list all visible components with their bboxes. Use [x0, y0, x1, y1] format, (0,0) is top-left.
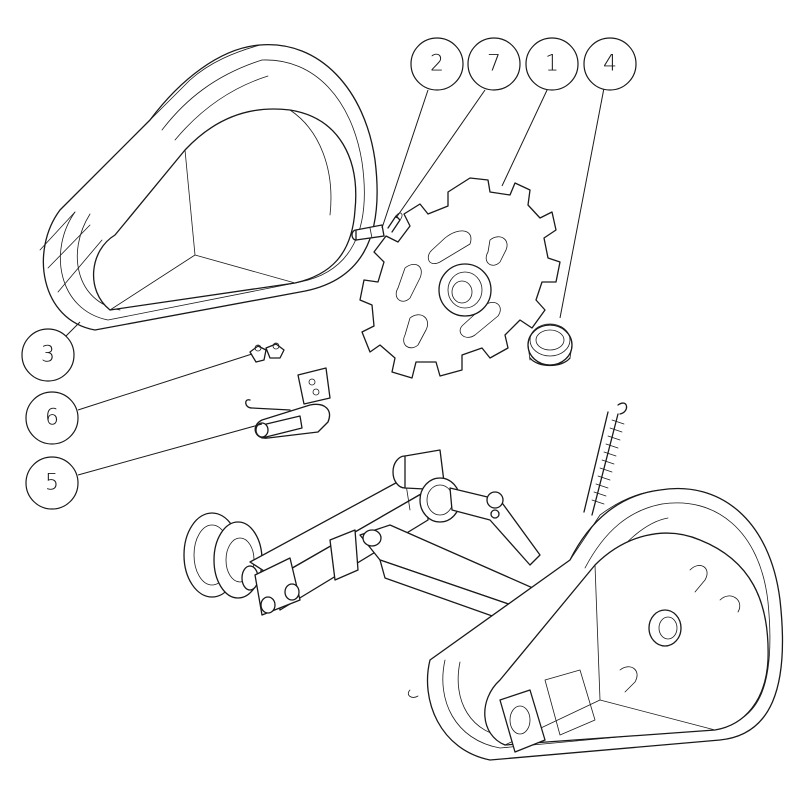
grease-fittings-part [249, 342, 285, 363]
callout-5: 5 [25, 456, 79, 510]
bushing-part [527, 323, 573, 367]
track-assembly [183, 402, 784, 761]
bolt-part [351, 224, 385, 241]
leader-lines [63, 87, 605, 476]
cotter-pin-part [387, 212, 403, 233]
callout-2: 2 [410, 37, 464, 91]
callout-5-label: 5 [45, 471, 59, 496]
callout-1: 1 [525, 37, 579, 91]
callout-3: 3 [21, 328, 75, 382]
callout-1-label: 1 [545, 52, 559, 77]
leader-1 [501, 87, 549, 187]
leader-4 [559, 87, 605, 319]
leader-7 [395, 89, 486, 219]
leader-3 [63, 321, 81, 339]
callout-6: 6 [25, 391, 79, 445]
leader-5 [77, 423, 263, 476]
bracket-part [245, 367, 331, 439]
leader-6 [77, 353, 253, 411]
drive-belt-part [39, 44, 378, 331]
leader-2 [381, 89, 429, 229]
callout-7-label: 7 [487, 52, 501, 77]
callout-2-label: 2 [430, 52, 444, 77]
callout-6-label: 6 [45, 406, 59, 431]
sprocket-part [359, 177, 561, 379]
callout-4: 4 [583, 37, 637, 91]
callout-4-label: 4 [603, 52, 617, 77]
callout-3-label: 3 [41, 343, 55, 368]
callout-7: 7 [467, 37, 521, 91]
